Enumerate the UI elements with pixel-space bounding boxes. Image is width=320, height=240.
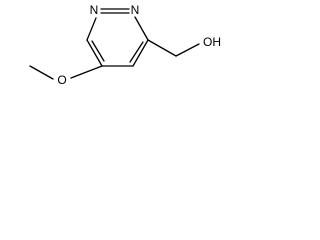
bond-n2-c3 (134, 16, 149, 41)
atom-n2-label: N (131, 3, 140, 17)
bond-c3-c4 (132, 39, 149, 67)
pyridazine-ring (86, 8, 149, 67)
atom-n1-label: N (90, 3, 99, 17)
atom-o-methoxy-label: O (57, 73, 66, 87)
substituent-bonds (29, 39, 200, 80)
bond-c5-o (70, 65, 103, 79)
bond-ch2-oh (175, 43, 200, 57)
atom-oh-label: OH (203, 35, 221, 49)
bond-c6-n1 (86, 17, 97, 41)
chemical-structure-diagram: N N O OH (29, 3, 221, 87)
bond-o-ch3 (29, 65, 54, 80)
bond-c5-c6 (86, 39, 103, 67)
bond-c3-c4-double (129, 41, 144, 63)
bond-c3-ch2 (147, 39, 177, 57)
bond-c5-c6-double (91, 40, 105, 62)
